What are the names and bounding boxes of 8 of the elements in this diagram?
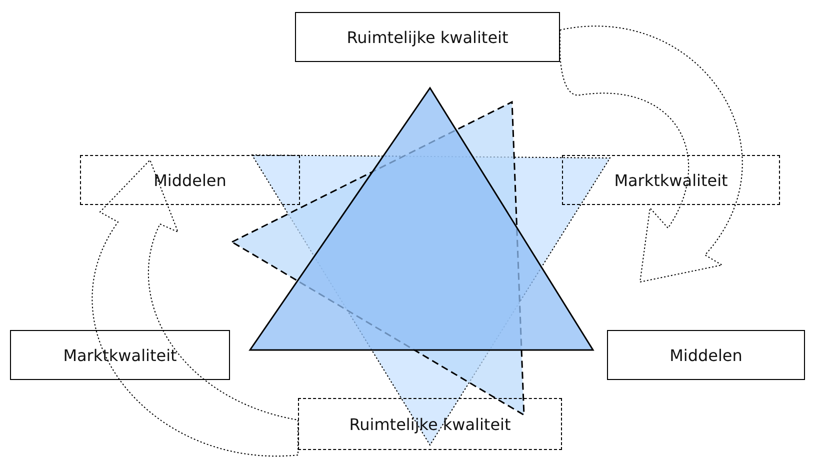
dashed-label-box: Ruimtelijke kwaliteit <box>298 398 562 450</box>
label-box: Marktkwaliteit <box>10 330 230 380</box>
label-box: Ruimtelijke kwaliteit <box>295 12 560 62</box>
curved-arrow <box>92 160 298 456</box>
curved-arrow <box>560 26 743 282</box>
dashed-label-box: Middelen <box>80 155 300 205</box>
dashed-label-box: Marktkwaliteit <box>562 155 780 205</box>
label-box: Middelen <box>607 330 805 380</box>
